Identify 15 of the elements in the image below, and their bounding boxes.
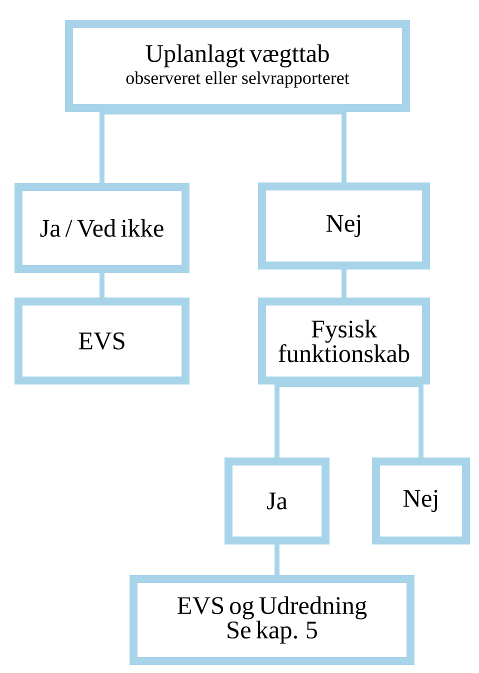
box: Ja <box>224 458 330 544</box>
connector-line <box>274 544 280 575</box>
connector-line <box>238 110 346 182</box>
box: Ja / Ved ikke <box>14 183 190 273</box>
connector-line <box>100 273 104 298</box>
connector-line <box>274 382 344 458</box>
box: Uplanlagt vægttab observeret eller selvrapporteret <box>65 20 410 112</box>
box: EVS <box>14 298 190 384</box>
connector-line <box>344 382 424 458</box>
box: Nej <box>372 458 470 544</box>
box: EVS og Udredning Se kap. 5 <box>130 575 414 665</box>
box: Nej <box>258 182 430 270</box>
connector-line <box>342 270 346 298</box>
connector-line <box>100 110 238 183</box>
box: Fysisk funktionskab <box>258 298 430 384</box>
